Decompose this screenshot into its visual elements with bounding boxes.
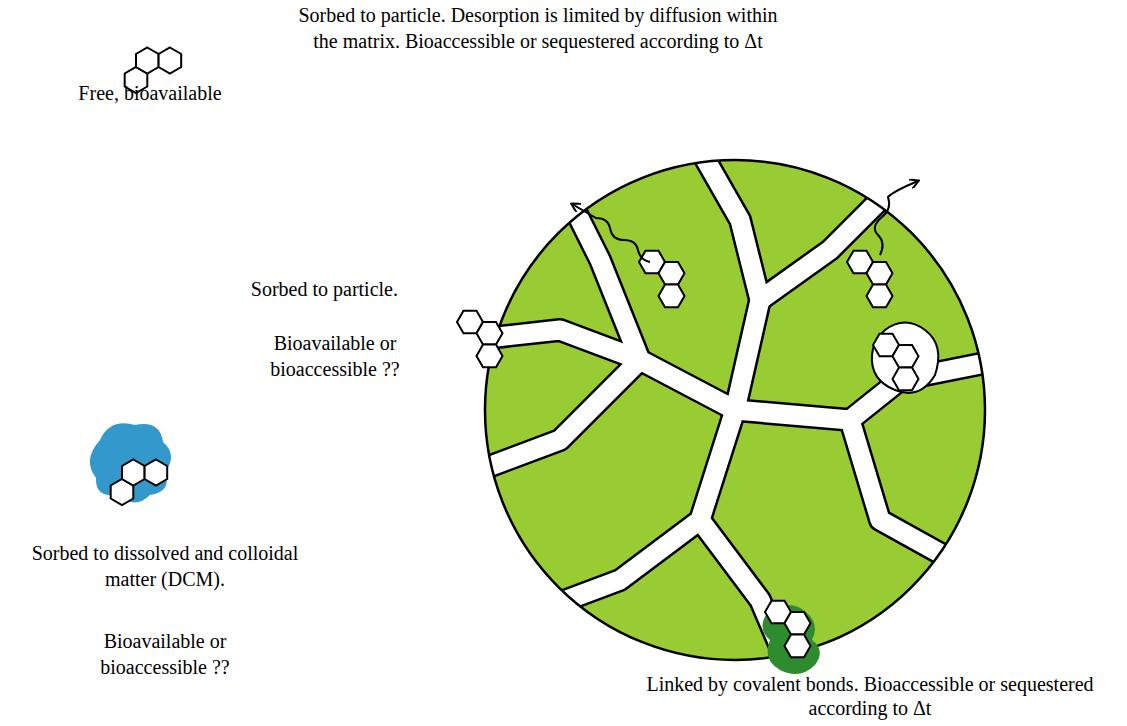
bound-molecule [765,601,811,658]
pore-cavity [872,323,938,393]
sequestered-molecule [873,334,919,391]
dcm-molecule [111,460,168,506]
desorption-arrow [572,204,650,262]
pore-channels [470,150,1000,670]
desorption-note: Sorbed to particle. Desorption is limite… [298,2,778,54]
desorption-arrow [875,181,918,255]
availability-note: Bioavailable or bioaccessible ?? [70,628,260,680]
free-label: Free, bioavailable [40,80,260,106]
dcm-label: Sorbed to dissolved and colloidal matter… [5,540,325,592]
availability-note: Bioavailable or bioaccessible ?? [245,330,425,382]
matrix-molecule [639,251,685,308]
sorbed-label: Sorbed to particle. [180,276,398,302]
diffusing-molecule [847,251,893,308]
covalent-note: Linked by covalent bonds. Bioaccessible … [630,672,1110,720]
surface-molecule [457,311,503,368]
